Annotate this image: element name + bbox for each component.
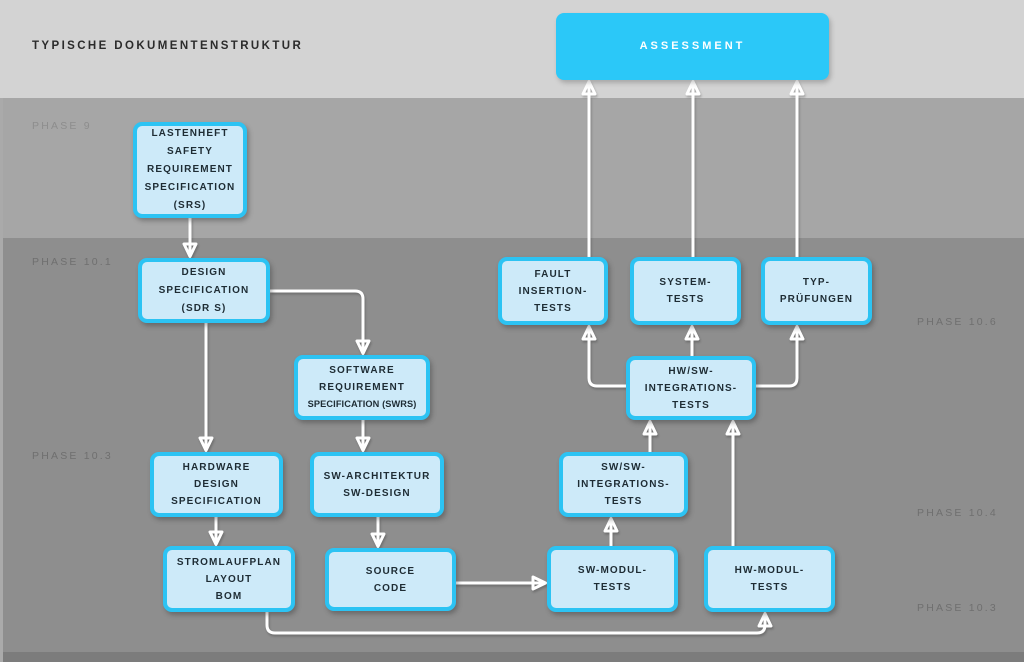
node-swrs-line: SOFTWARE — [329, 365, 395, 376]
node-typ-pruefungen: TYP- PRÜFUNGEN — [761, 257, 872, 325]
connector-sdrs-to-swrs — [270, 289, 371, 355]
phase-label-10-3-right: PHASE 10.3 — [917, 602, 998, 614]
node-srs-line: LASTENHEFT — [151, 128, 229, 139]
node-source-line: SOURCE — [365, 565, 416, 577]
band-bottom-strip — [0, 652, 1024, 662]
node-sw-modul-tests: SW-MODUL- TESTS — [547, 546, 678, 612]
connector-strom-to-hwmodul — [265, 612, 773, 635]
node-hwmodul-line: TESTS — [750, 582, 789, 593]
node-hardware-design-spec: HARDWARE DESIGN SPECIFICATION — [150, 452, 283, 517]
node-srs-line: REQUIREMENT — [147, 164, 233, 175]
node-srs: LASTENHEFT SAFETY REQUIREMENT SPECIFICAT… — [133, 122, 247, 218]
node-swsw-line: SW/SW- — [601, 462, 646, 473]
node-hwdesign-line: SPECIFICATION — [171, 496, 262, 507]
node-srs-line: (SRS) — [173, 200, 207, 211]
node-strom-line: LAYOUT — [205, 573, 253, 585]
node-strom-line: STROMLAUFPLAN — [176, 556, 282, 568]
node-swarch-line: SW-ARCHITEKTUR — [323, 470, 431, 482]
phase-label-10-1: PHASE 10.1 — [32, 256, 113, 268]
connector-hwsw-to-fault — [581, 325, 628, 388]
phase-label-10-6: PHASE 10.6 — [917, 316, 998, 328]
node-hwdesign-line: DESIGN — [194, 479, 239, 490]
node-hwsw-line: TESTS — [672, 399, 710, 411]
phase-label-10-3-left: PHASE 10.3 — [32, 450, 113, 462]
node-hw-modul-tests: HW-MODUL- TESTS — [704, 546, 835, 612]
node-swsw-integrations-tests: SW/SW- INTEGRATIONS- TESTS — [559, 452, 688, 517]
page-title: TYPISCHE DOKUMENTENSTRUKTUR — [32, 40, 304, 52]
node-hwsw-line: HW/SW- — [668, 365, 714, 377]
node-assessment-label: ASSESSMENT — [639, 40, 746, 52]
node-sdrs: DESIGN SPECIFICATION (SDR S) — [138, 258, 270, 323]
node-system-line: TESTS — [666, 294, 705, 305]
node-sdrs-line: DESIGN — [181, 266, 227, 278]
node-system-line: SYSTEM- — [659, 277, 712, 288]
node-typ-line: TYP- — [802, 277, 831, 288]
node-swrs-line: SPECIFICATION (SWRS) — [307, 399, 417, 410]
node-stromlaufplan: STROMLAUFPLAN LAYOUT BOM — [163, 546, 295, 612]
left-edge-strip — [0, 98, 3, 662]
node-swmodul-line: SW-MODUL- — [577, 565, 648, 576]
node-swsw-line: INTEGRATIONS- — [577, 479, 670, 490]
band-title — [0, 0, 1024, 98]
node-fault-insertion-tests: FAULT INSERTION- TESTS — [498, 257, 608, 325]
node-srs-line: SAFETY — [166, 146, 214, 157]
node-fault-line: FAULT — [534, 268, 572, 280]
node-swmodul-line: TESTS — [593, 582, 632, 593]
node-hwsw-line: INTEGRATIONS- — [644, 382, 738, 394]
node-source-code: SOURCE CODE — [325, 548, 456, 611]
node-strom-line: BOM — [215, 590, 243, 602]
phase-label-10-4: PHASE 10.4 — [917, 507, 998, 519]
node-srs-line: SPECIFICATION — [144, 182, 236, 193]
connector-hwsw-to-typ — [755, 325, 805, 388]
node-fault-line: INSERTION- — [518, 285, 588, 297]
node-hwdesign-line: HARDWARE — [182, 462, 251, 473]
node-swrs: SOFTWARE REQUIREMENT SPECIFICATION (SWRS… — [294, 355, 430, 420]
node-swarch-line: SW-DESIGN — [343, 487, 411, 499]
node-swsw-line: TESTS — [604, 496, 643, 507]
node-source-line: CODE — [373, 582, 408, 594]
node-system-tests: SYSTEM- TESTS — [630, 257, 741, 325]
node-hwsw-integrations-tests: HW/SW- INTEGRATIONS- TESTS — [626, 356, 756, 420]
node-swrs-line: REQUIREMENT — [319, 382, 405, 393]
node-hwmodul-line: HW-MODUL- — [734, 565, 805, 576]
node-assessment: ASSESSMENT — [556, 13, 829, 80]
phase-label-9: PHASE 9 — [32, 120, 92, 132]
node-sdrs-line: (SDR S) — [181, 302, 227, 314]
node-sw-architektur: SW-ARCHITEKTUR SW-DESIGN — [310, 452, 444, 517]
node-typ-line: PRÜFUNGEN — [779, 294, 854, 305]
node-fault-line: TESTS — [534, 302, 572, 314]
node-sdrs-line: SPECIFICATION — [158, 284, 250, 296]
